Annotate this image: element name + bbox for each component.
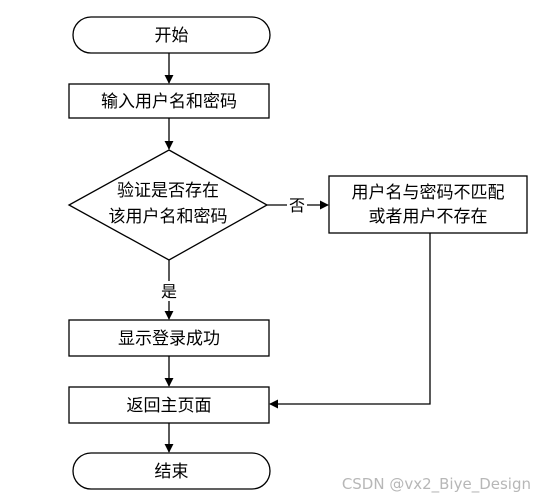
success-label: 显示登录成功 (118, 329, 220, 349)
watermark-text: CSDN @vx2_Biye_Design (342, 475, 531, 494)
verify-decision (67, 149, 269, 261)
verify-label-line-1: 验证是否存在 (117, 181, 219, 201)
input-box (68, 83, 270, 119)
no-label-background (287, 195, 307, 215)
home-label: 返回主页面 (127, 396, 212, 416)
mismatch-box (328, 175, 528, 234)
start-label: 开始 (155, 26, 189, 46)
edge-mismatch-to-home (269, 233, 431, 409)
end-terminal (72, 452, 271, 490)
verify-label-line-2: 该用户名和密码 (109, 207, 228, 227)
mismatch-label-line-2: 或者用户不存在 (369, 207, 488, 227)
yes-label-background (159, 281, 179, 301)
edge-label-yes: 是 (161, 282, 177, 301)
success-box (68, 319, 270, 357)
input-label: 输入用户名和密码 (101, 92, 237, 112)
end-label: 结束 (155, 462, 189, 482)
start-terminal (72, 16, 271, 54)
edge-label-no: 否 (289, 196, 305, 215)
mismatch-label-line-1: 用户名与密码不匹配 (352, 183, 505, 203)
